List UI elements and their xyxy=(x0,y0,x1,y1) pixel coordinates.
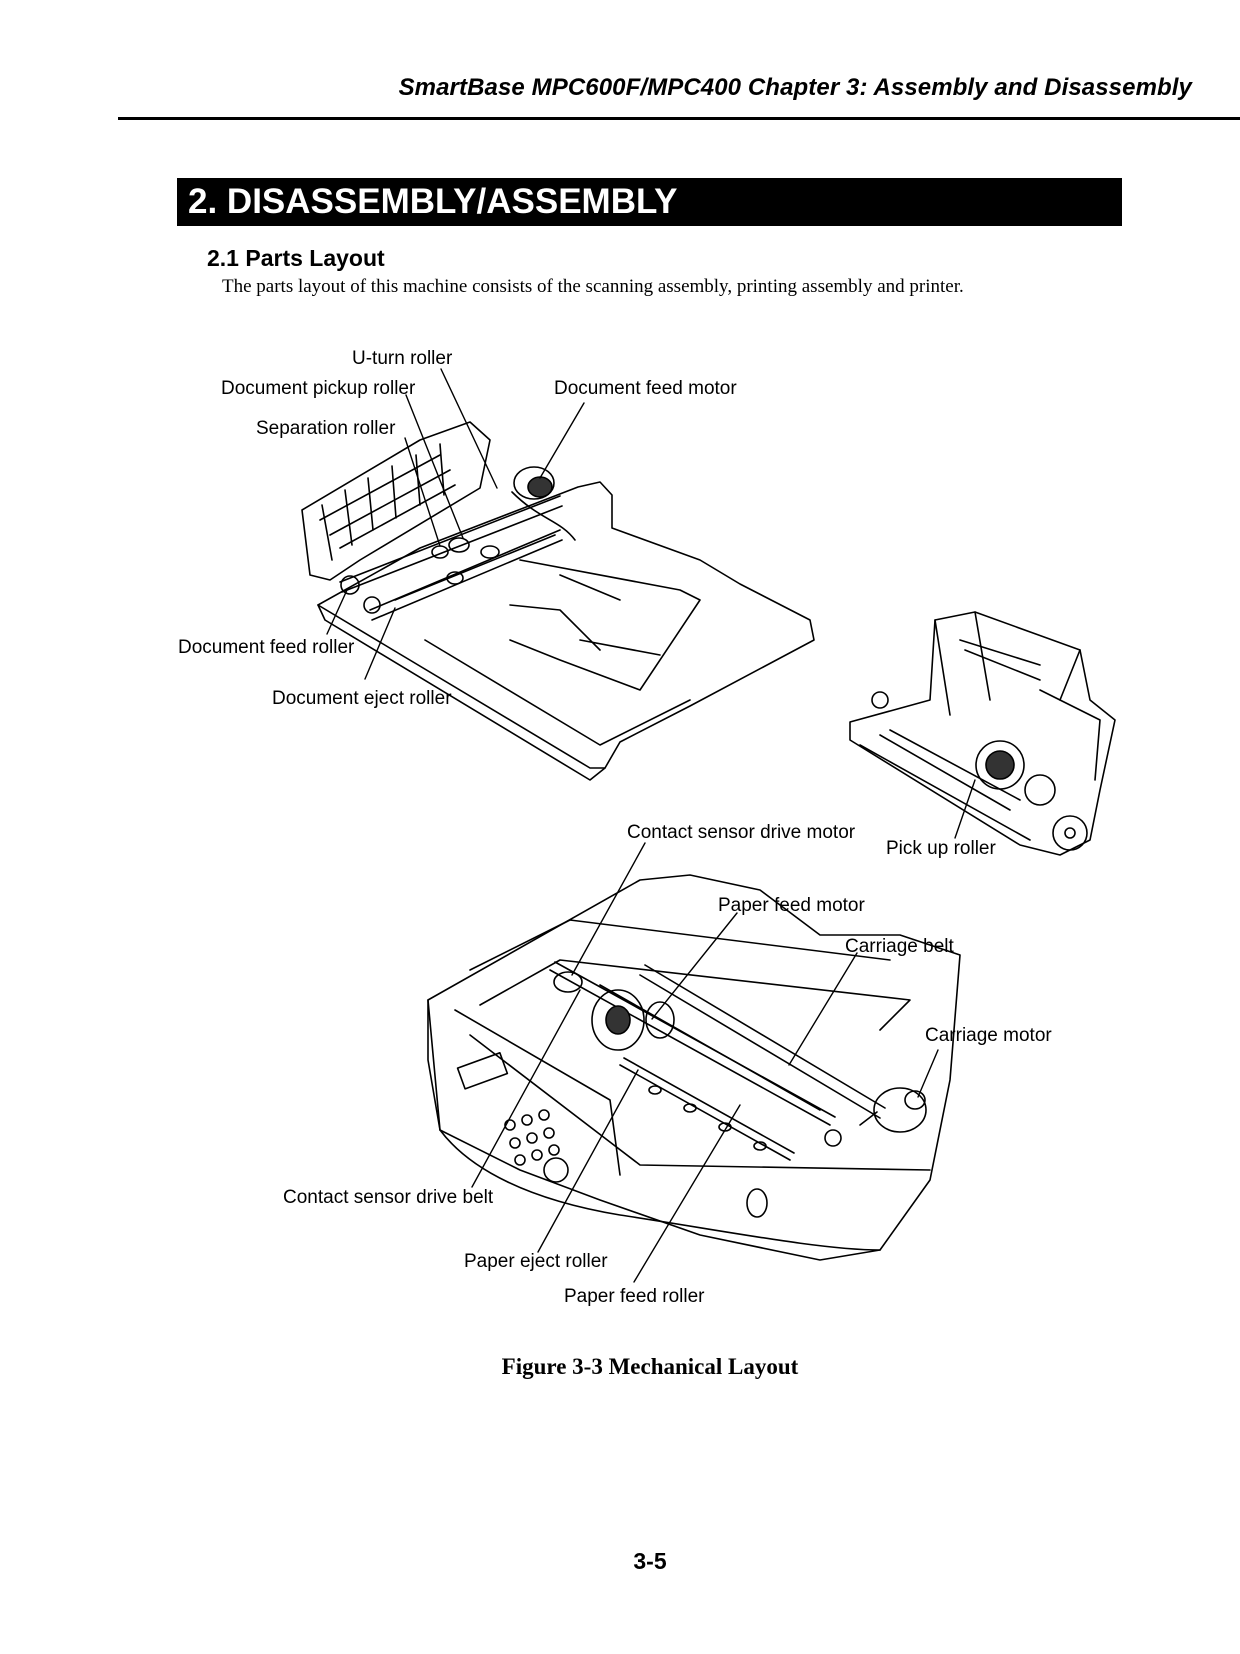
label-paper-feed-roller: Paper feed roller xyxy=(564,1286,705,1307)
label-pick-up-roller: Pick up roller xyxy=(886,838,996,859)
scanner-assembly-drawing xyxy=(301,421,815,781)
label-contact-sensor-drive-motor: Contact sensor drive motor xyxy=(627,822,856,843)
label-paper-feed-motor: Paper feed motor xyxy=(718,895,865,916)
label-document-feed-roller: Document feed roller xyxy=(178,637,355,658)
label-paper-eject-roller: Paper eject roller xyxy=(464,1251,608,1272)
label-carriage-belt: Carriage belt xyxy=(845,936,954,957)
printer-unit-drawing xyxy=(427,874,961,1261)
running-header: SmartBase MPC600F/MPC400 Chapter 3: Asse… xyxy=(398,74,1192,101)
leader-lines xyxy=(326,368,976,1283)
section-title: 2. DISASSEMBLY/ASSEMBLY xyxy=(177,178,1122,226)
label-document-feed-motor: Document feed motor xyxy=(554,378,737,399)
label-contact-sensor-drive-belt: Contact sensor drive belt xyxy=(283,1187,494,1208)
header-rule xyxy=(118,117,1240,120)
page-number: 3-5 xyxy=(633,1548,667,1574)
intro-paragraph: The parts layout of this machine consist… xyxy=(222,276,964,297)
label-document-pickup-roller: Document pickup roller xyxy=(221,378,416,399)
figure-caption: Figure 3-3 Mechanical Layout xyxy=(501,1354,799,1379)
label-separation-roller: Separation roller xyxy=(256,418,396,439)
label-carriage-motor: Carriage motor xyxy=(925,1025,1052,1046)
subsection-title: 2.1 Parts Layout xyxy=(207,245,385,271)
label-u-turn-roller: U-turn roller xyxy=(352,348,453,369)
pickup-unit-drawing xyxy=(849,611,1116,856)
label-document-eject-roller: Document eject roller xyxy=(272,688,452,709)
